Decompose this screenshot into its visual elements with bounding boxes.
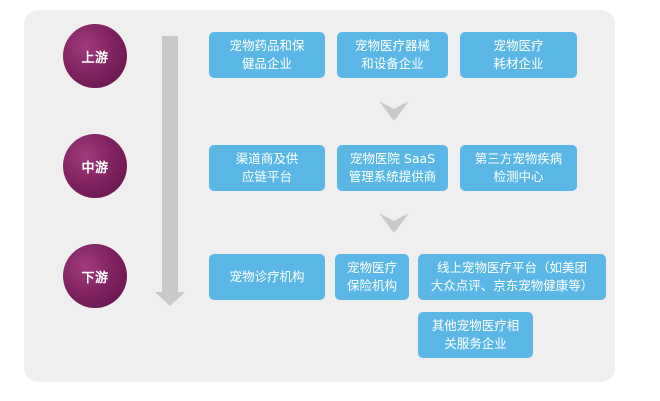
stage-downstream: 下游 <box>63 244 127 308</box>
flow-arrow-head <box>155 292 185 306</box>
upstream-box-devices-label: 宠物医疗器械 和设备企业 <box>354 38 430 71</box>
chevron-down-icon <box>379 101 409 121</box>
midstream-box-testing-label: 第三方宠物疾病 检测中心 <box>474 151 563 184</box>
midstream-box-saas: 宠物医院 SaaS 管理系统提供商 <box>337 145 448 191</box>
downstream-box-online-label: 线上宠物医疗平台（如美团 大众点评、京东宠物健康等） <box>430 260 594 293</box>
flow-arrow-shaft <box>162 36 178 294</box>
downstream-box-online: 线上宠物医疗平台（如美团 大众点评、京东宠物健康等） <box>418 254 606 300</box>
downstream-box-insurance-label: 宠物医疗 保险机构 <box>346 260 397 293</box>
stage-upstream: 上游 <box>63 24 127 88</box>
upstream-box-pharma-label: 宠物药品和保 健品企业 <box>229 38 305 71</box>
midstream-box-channels: 渠道商及供 应链平台 <box>209 145 325 191</box>
downstream-box-other: 其他宠物医疗相 关服务企业 <box>418 312 533 358</box>
upstream-box-devices: 宠物医疗器械 和设备企业 <box>337 32 448 78</box>
midstream-box-channels-label: 渠道商及供 应链平台 <box>235 151 299 184</box>
downstream-box-other-label: 其他宠物医疗相 关服务企业 <box>431 318 520 351</box>
upstream-box-pharma: 宠物药品和保 健品企业 <box>209 32 325 78</box>
midstream-box-testing: 第三方宠物疾病 检测中心 <box>460 145 577 191</box>
downstream-box-clinics: 宠物诊疗机构 <box>209 254 325 300</box>
upstream-box-consumables: 宠物医疗 耗材企业 <box>460 32 577 78</box>
stage-midstream: 中游 <box>63 134 127 198</box>
upstream-box-consumables-label: 宠物医疗 耗材企业 <box>493 38 544 71</box>
chevron-down-icon <box>379 213 409 233</box>
downstream-box-clinics-label: 宠物诊疗机构 <box>229 269 305 284</box>
downstream-box-insurance: 宠物医疗 保险机构 <box>335 254 409 300</box>
midstream-box-saas-label: 宠物医院 SaaS 管理系统提供商 <box>348 151 437 184</box>
